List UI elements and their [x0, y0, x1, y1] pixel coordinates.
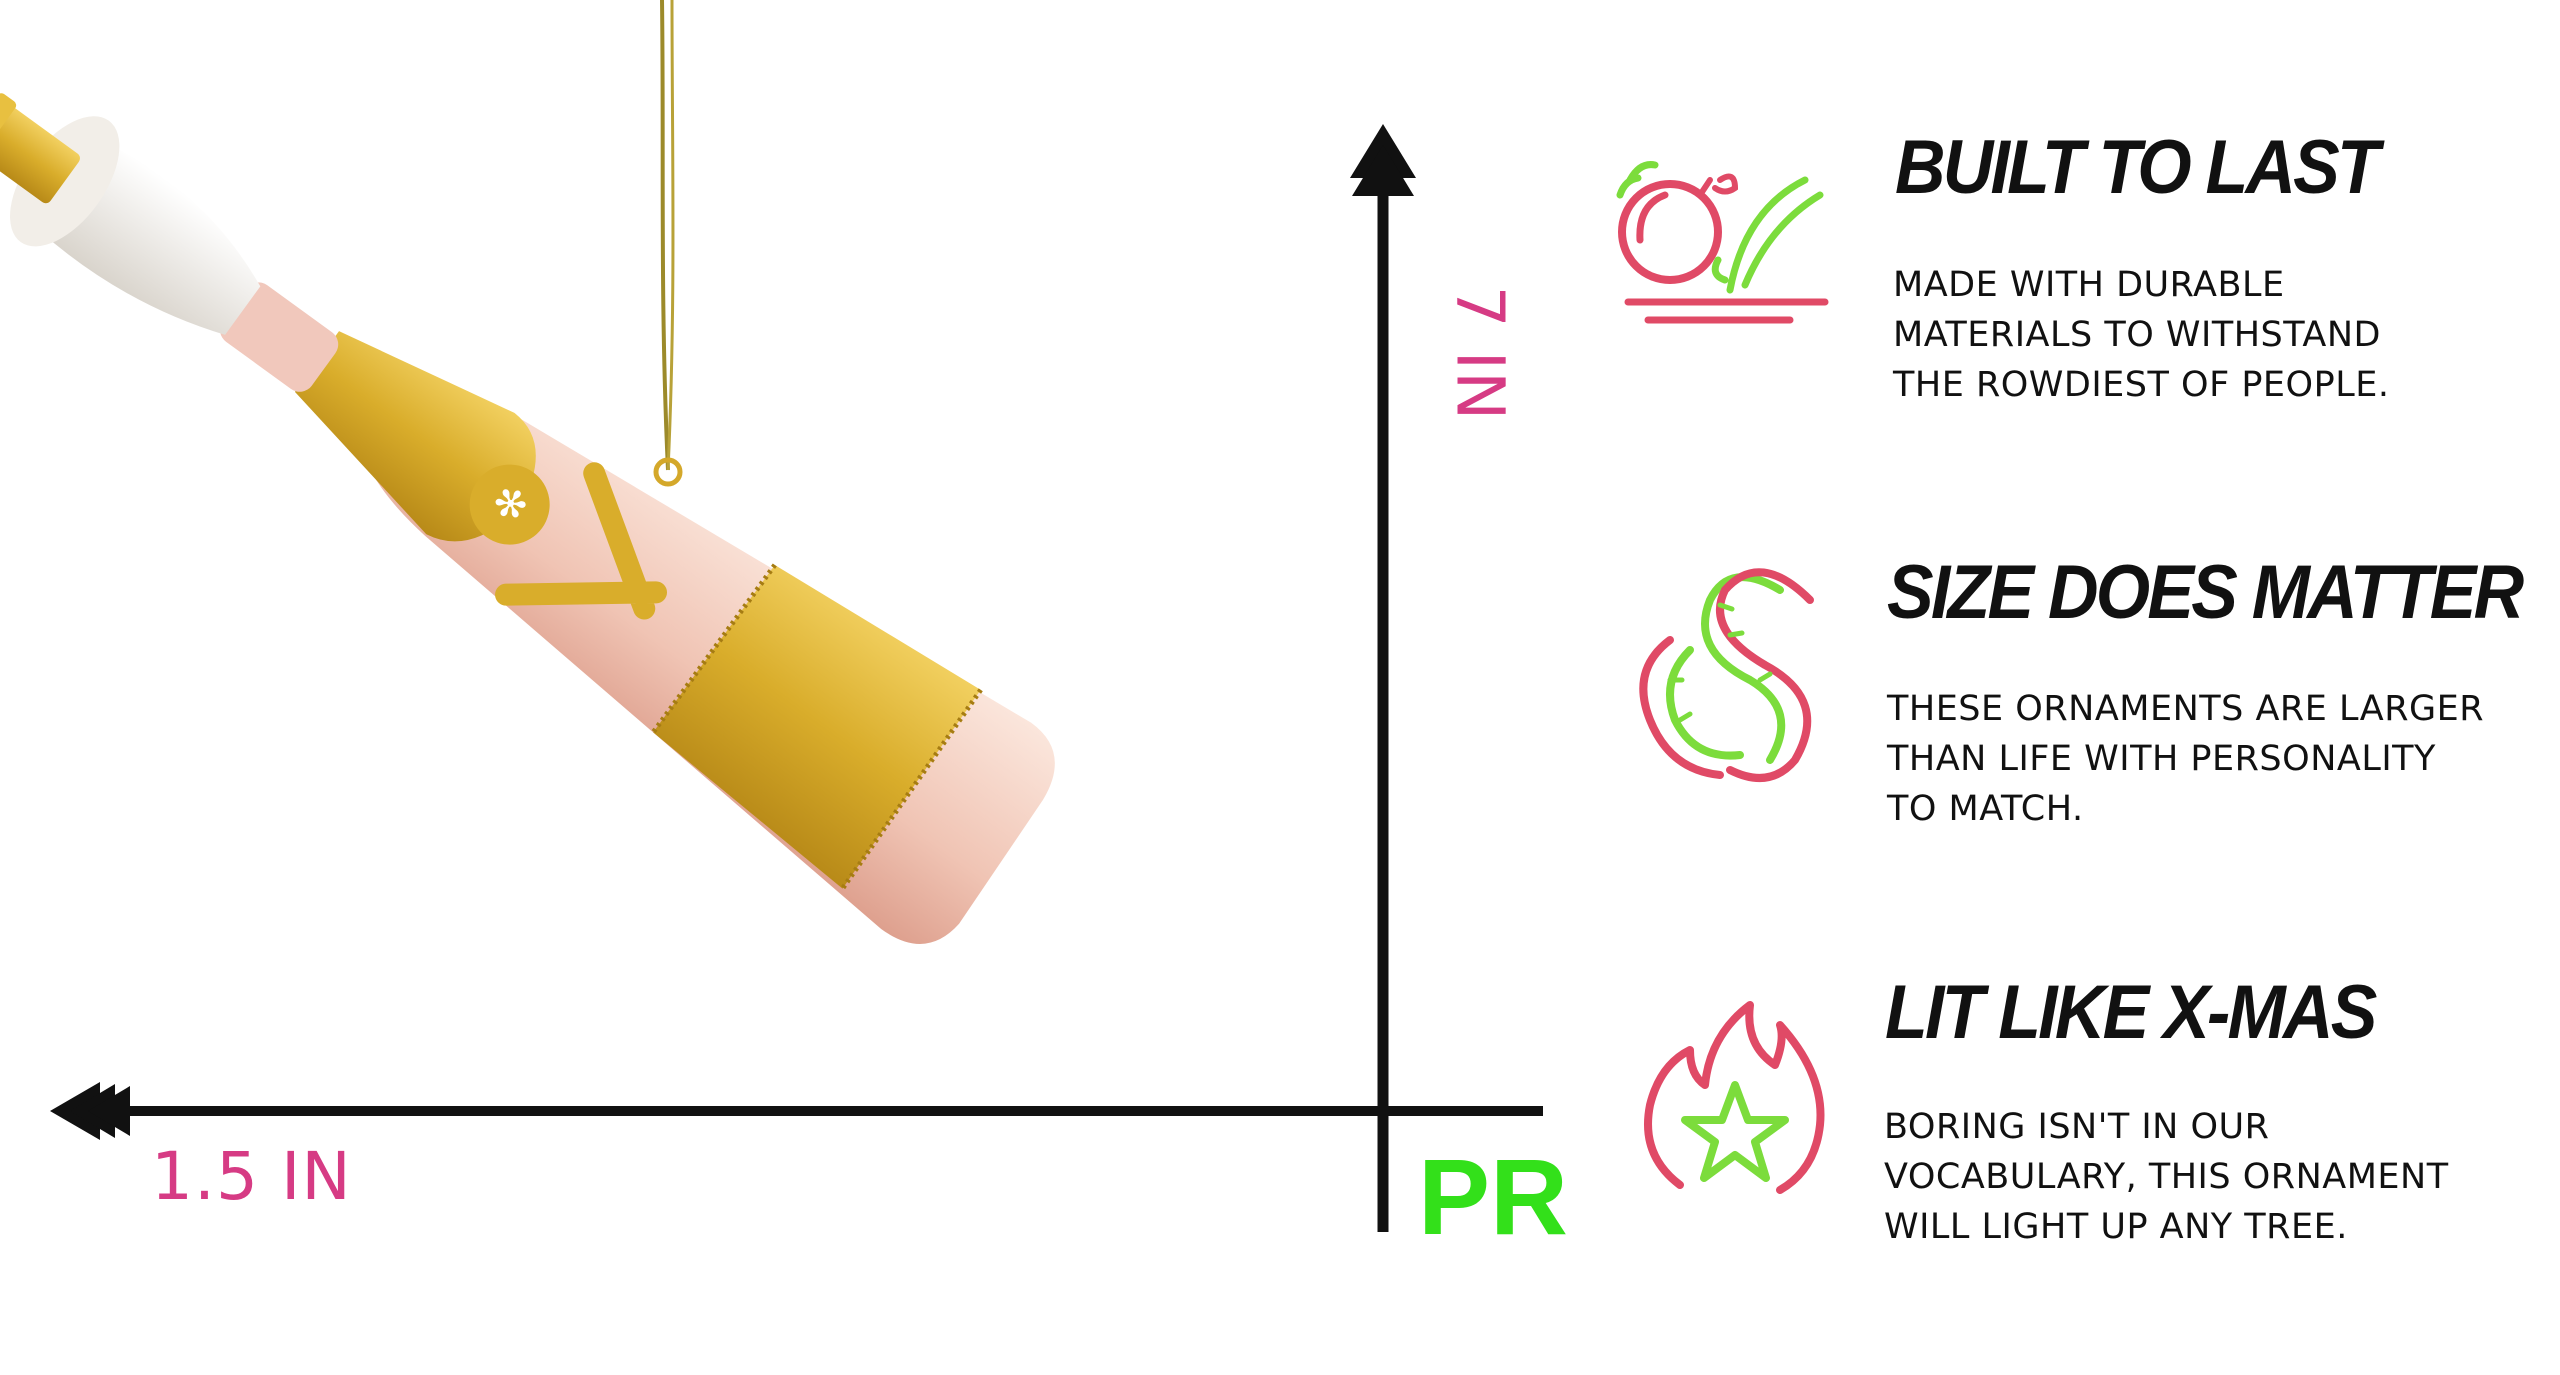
- flame-star-icon: [1644, 1001, 1825, 1194]
- feature-line: THE ROWDIEST OF PEOPLE.: [1893, 365, 2390, 405]
- feature-description: THESE ORNAMENTS ARE LARGER THAN LIFE WIT…: [1887, 684, 2560, 834]
- bouncing-ball-icon: [1616, 161, 1829, 324]
- feature-title: SIZE DOES MATTER: [1887, 550, 2524, 635]
- feature-line: WILL LIGHT UP ANY TREE.: [1884, 1207, 2348, 1247]
- champagne-bottle-ornament-image: ✻: [0, 0, 1055, 944]
- brand-mark: PR: [1418, 1136, 1569, 1257]
- height-dimension-label: 7 IN: [1441, 285, 1519, 422]
- feature-line: TO MATCH.: [1887, 789, 2084, 829]
- feature-description: MADE WITH DURABLE MATERIALS TO WITHSTAND…: [1893, 260, 2533, 410]
- feature-line: BORING ISN'T IN OUR: [1884, 1107, 2270, 1147]
- feature-line: THESE ORNAMENTS ARE LARGER: [1887, 689, 2485, 729]
- feature-line: MATERIALS TO WITHSTAND: [1893, 315, 2381, 355]
- feature-title: LIT LIKE X-MAS: [1885, 970, 2377, 1055]
- feature-title: BUILT TO LAST: [1895, 125, 2380, 210]
- measuring-tape-icon: [1639, 568, 1814, 782]
- height-axis-arrow-icon: [1350, 124, 1416, 196]
- width-dimension-label: 1.5 IN: [151, 1138, 352, 1215]
- feature-line: MADE WITH DURABLE: [1893, 265, 2285, 305]
- feature-line: THAN LIFE WITH PERSONALITY: [1887, 739, 2436, 779]
- feature-line: VOCABULARY, THIS ORNAMENT: [1884, 1157, 2449, 1197]
- feature-description: BORING ISN'T IN OUR VOCABULARY, THIS ORN…: [1884, 1102, 2560, 1252]
- width-axis-arrow-icon: [50, 1082, 130, 1140]
